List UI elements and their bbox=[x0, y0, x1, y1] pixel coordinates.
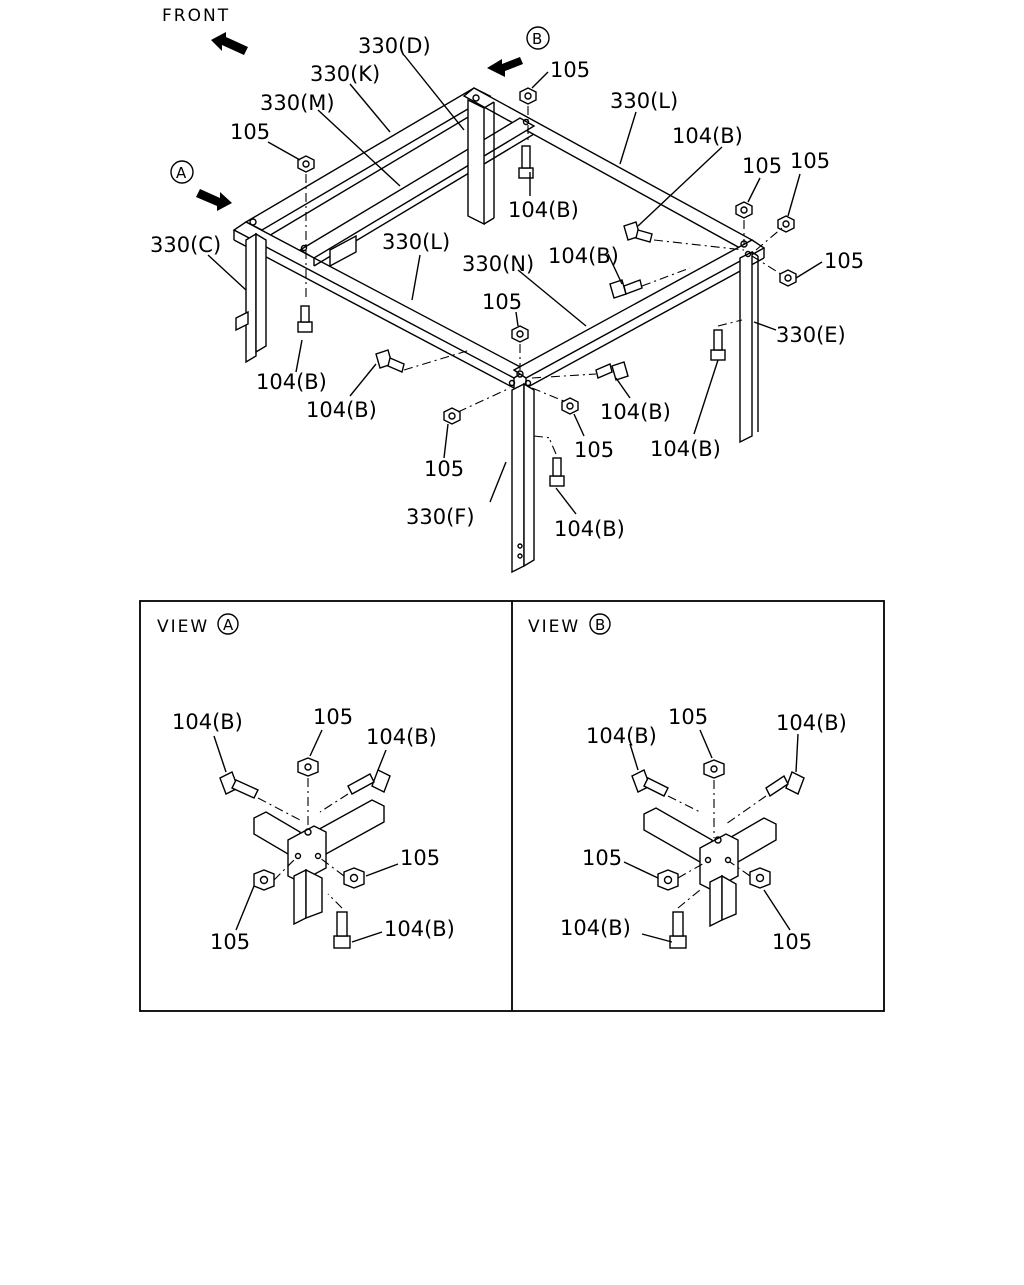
view-a-marker: A bbox=[170, 160, 232, 211]
frame-assembly bbox=[232, 87, 766, 574]
front-label: FRONT bbox=[162, 6, 230, 26]
view-b-label-104b: 104(B) bbox=[560, 916, 631, 940]
detail-views-frame bbox=[139, 600, 885, 1012]
label-105: 105 bbox=[424, 457, 464, 481]
view-a-label-105: 105 bbox=[400, 846, 440, 870]
view-a-title: VIEW A bbox=[157, 613, 239, 637]
bolt-icon bbox=[297, 305, 313, 333]
bolt-icon bbox=[609, 279, 643, 299]
front-arrow-icon bbox=[211, 32, 248, 55]
view-b-label-105: 105 bbox=[668, 705, 708, 729]
nut-icon bbox=[519, 87, 537, 105]
label-330k: 330(K) bbox=[310, 62, 380, 86]
label-105: 105 bbox=[550, 58, 590, 82]
label-105: 105 bbox=[824, 249, 864, 273]
labels-main: 330(D) 330(K) 330(M) 105 105 330(L) 104(… bbox=[150, 34, 864, 541]
view-a-label-104b: 104(B) bbox=[366, 725, 437, 749]
view-a-label-105: 105 bbox=[313, 705, 353, 729]
label-104b: 104(B) bbox=[650, 437, 721, 461]
bolt-icon bbox=[623, 221, 653, 243]
view-b-title-text: VIEW bbox=[528, 617, 580, 637]
view-a-title-letter: A bbox=[223, 616, 234, 634]
nut-icon bbox=[511, 325, 529, 343]
view-a-label-104b: 104(B) bbox=[384, 917, 455, 941]
nut-icon bbox=[779, 269, 797, 287]
bolt-icon bbox=[710, 329, 726, 361]
fasteners-main bbox=[297, 87, 797, 487]
nut-icon bbox=[443, 407, 461, 425]
label-104b: 104(B) bbox=[600, 400, 671, 424]
view-b-label-104b: 104(B) bbox=[586, 724, 657, 748]
label-105: 105 bbox=[230, 120, 270, 144]
view-a-arrow-icon bbox=[196, 189, 232, 211]
label-330e: 330(E) bbox=[776, 323, 846, 347]
label-105: 105 bbox=[482, 290, 522, 314]
nut-icon bbox=[777, 215, 795, 233]
label-330f: 330(F) bbox=[406, 505, 475, 529]
view-b-marker-letter: B bbox=[532, 30, 542, 48]
view-a-title-text: VIEW bbox=[157, 617, 209, 637]
bolt-icon bbox=[549, 457, 565, 487]
label-104b: 104(B) bbox=[508, 198, 579, 222]
view-b-detail: 104(B) 105 104(B) 105 104(B) 105 bbox=[560, 705, 847, 954]
label-105: 105 bbox=[742, 154, 782, 178]
label-330m: 330(M) bbox=[260, 91, 335, 115]
label-330d: 330(D) bbox=[358, 34, 431, 58]
view-a-marker-letter: A bbox=[176, 164, 187, 182]
label-104b: 104(B) bbox=[306, 398, 377, 422]
bolt-icon bbox=[375, 349, 405, 373]
label-104b: 104(B) bbox=[548, 244, 619, 268]
view-b-title: VIEW B bbox=[528, 613, 611, 637]
label-330l-top: 330(L) bbox=[610, 89, 678, 113]
view-b-title-letter: B bbox=[595, 616, 605, 634]
label-104b: 104(B) bbox=[672, 124, 743, 148]
view-b-label-105: 105 bbox=[772, 930, 812, 954]
view-b-label-104b: 104(B) bbox=[776, 711, 847, 735]
label-105: 105 bbox=[574, 438, 614, 462]
nut-icon bbox=[561, 397, 579, 415]
label-330n: 330(N) bbox=[462, 252, 534, 276]
view-a-detail: 104(B) 105 104(B) 105 105 104(B) bbox=[172, 705, 455, 954]
view-b-label-105: 105 bbox=[582, 846, 622, 870]
label-104b: 104(B) bbox=[554, 517, 625, 541]
view-a-label-105: 105 bbox=[210, 930, 250, 954]
label-105: 105 bbox=[790, 149, 830, 173]
view-a-label-104b: 104(B) bbox=[172, 710, 243, 734]
bolt-icon bbox=[595, 361, 629, 381]
bolt-icon bbox=[518, 145, 534, 179]
label-104b: 104(B) bbox=[256, 370, 327, 394]
leader-lines-main bbox=[207, 54, 823, 515]
label-330l-mid: 330(L) bbox=[382, 230, 450, 254]
view-b-marker: B bbox=[487, 26, 550, 77]
nut-icon bbox=[735, 201, 753, 219]
nut-icon bbox=[297, 155, 315, 173]
label-330c: 330(C) bbox=[150, 233, 221, 257]
view-b-arrow-icon bbox=[487, 57, 523, 77]
